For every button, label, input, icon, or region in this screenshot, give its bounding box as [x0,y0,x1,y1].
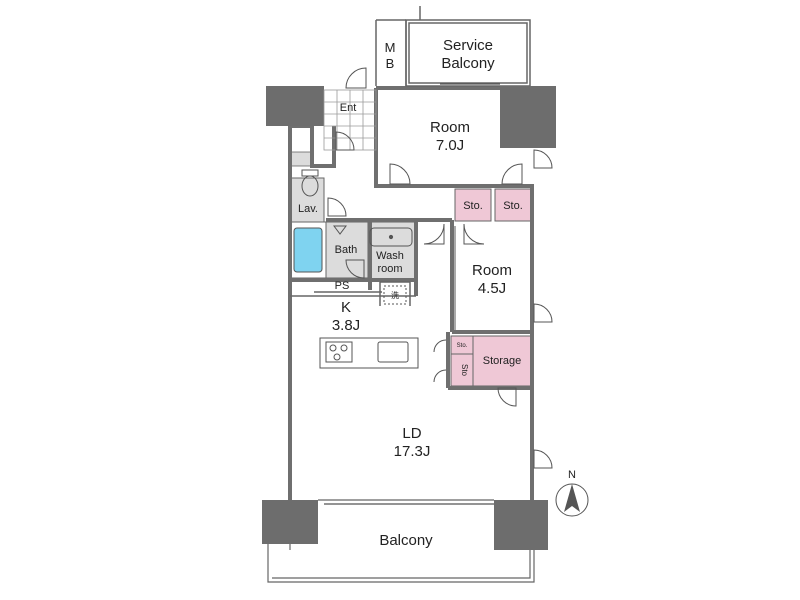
fixtures [301,169,456,330]
kitchen-name: K [341,299,351,316]
door-swings [327,67,553,469]
kitchen-size: 3.8J [332,317,360,334]
room-7j-size: 7.0J [436,137,464,154]
storage-label-a: Sto. [463,200,483,212]
balcony-label: Balcony [379,532,433,549]
service-balcony-label-1: Service [443,37,493,54]
room-labels: Service Balcony M B Ent Room 7.0J Lav. S… [298,37,523,549]
storage-label-b: Sto. [503,200,523,212]
washer-label: 洗 [391,290,399,300]
room-7j-name: Room [430,119,470,136]
ld-name: LD [402,425,421,442]
compass-north-label: N [568,469,576,481]
room-45j-name: Room [472,262,512,279]
bath-label: Bath [335,244,358,256]
vertical-storage-label: Sto [460,364,469,377]
entrance-label: Ent [340,102,357,114]
lavatory-label: Lav. [298,203,318,215]
structural-columns [262,86,556,550]
washroom-label-2: room [377,263,402,275]
washroom-label-1: Wash [376,250,404,262]
kitchen-counter [319,337,419,369]
mb-label-1: M [385,40,396,55]
north-arrow-icon: N [555,469,589,517]
thin-walls [290,6,531,306]
service-balcony-label-2: Balcony [441,55,495,72]
entrance-tile-grid [323,89,377,151]
ld-size: 17.3J [394,443,431,460]
window-marks [324,83,500,505]
storage-room-label: Storage [483,355,522,367]
pipe-shaft-label: PS [335,280,350,292]
room-45j-size: 4.5J [478,280,506,297]
mb-label-2: B [386,56,395,71]
small-storage-label: Sto. [457,343,468,349]
